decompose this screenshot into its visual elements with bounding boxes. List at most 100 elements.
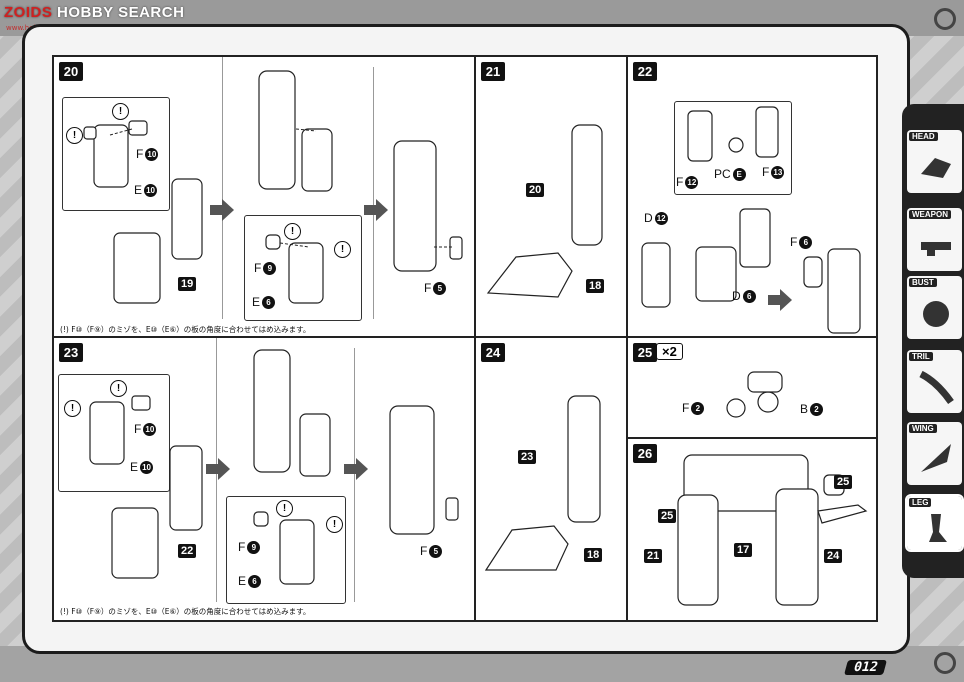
gear-icon: [934, 8, 956, 30]
step-number: 20: [59, 62, 83, 81]
section-sidebar: HEAD WEAPON BUST TRIL WING LEG: [902, 104, 964, 578]
subassembly-label: 23: [518, 450, 537, 464]
caution-icon: !: [66, 127, 83, 144]
part-number-badge: 6: [742, 290, 756, 304]
weapon-icon: [921, 242, 951, 256]
caution-icon: !: [326, 516, 343, 533]
assembly-drawing: [89, 349, 459, 585]
part-number-badge: 9: [263, 262, 277, 276]
part-number-badge: E: [732, 168, 746, 182]
sidebar-item-wing[interactable]: WING: [907, 422, 962, 485]
part-runner-letter: F: [254, 261, 262, 275]
subassembly-label: 19: [178, 277, 197, 291]
part-runner-letter: E: [238, 574, 247, 588]
part-number-badge: 10: [145, 148, 159, 162]
part-number-badge: 13: [771, 166, 785, 180]
subassembly-label: 22: [178, 544, 197, 558]
part-runner-letter: F: [136, 147, 144, 161]
sidebar-item-label: WING: [909, 424, 937, 433]
caution-icon: !: [112, 103, 129, 120]
assembly-note: (!) F⑩（F⑨）のミゾを、E⑩（E⑥）の板の角度に合わせてはめ込みます。: [60, 607, 311, 616]
part-runner-letter: PC: [714, 167, 731, 181]
sidebar-item-label: HEAD: [909, 132, 938, 141]
assembly-drawing: [486, 124, 603, 298]
part-runner-letter: E: [134, 183, 143, 197]
step-number: 23: [59, 343, 83, 362]
part-runner-letter: F: [424, 281, 432, 295]
part-runner-letter: F: [134, 422, 142, 436]
quantity-badge: ×2: [656, 343, 683, 360]
subassembly-label: 21: [644, 549, 663, 563]
wing-icon: [921, 444, 951, 472]
part-runner-letter: F: [676, 175, 684, 189]
part-runner-letter: B: [800, 402, 809, 416]
part-number-badge: 6: [799, 236, 813, 250]
caution-icon: !: [64, 400, 81, 417]
leg-icon: [929, 514, 947, 542]
subassembly-label: 17: [734, 543, 753, 557]
part-number-badge: 2: [810, 403, 824, 417]
part-number-badge: 10: [144, 184, 158, 198]
divider: [354, 348, 355, 602]
part-number-badge: 9: [247, 541, 261, 555]
caution-icon: !: [276, 500, 293, 517]
gear-icon: [934, 652, 956, 674]
part-runner-letter: F: [790, 235, 798, 249]
part-number-badge: 2: [691, 402, 705, 416]
divider: [222, 57, 223, 319]
part-number-badge: 12: [654, 212, 668, 226]
assembly-drawing: [484, 395, 601, 571]
watermark-logo: ZOIDS HOBBY SEARCH: [4, 4, 184, 21]
arrow-icon: [206, 458, 230, 480]
head-icon: [921, 158, 951, 178]
sidebar-item-tail[interactable]: TRIL: [907, 350, 962, 413]
step-number: 26: [633, 444, 657, 463]
part-number-badge: 5: [433, 282, 447, 296]
page-number: 012: [843, 660, 888, 675]
arrow-icon: [210, 199, 234, 221]
assembly-drawing: [677, 454, 868, 606]
part-runner-letter: F: [682, 401, 690, 415]
sidebar-item-label: LEG: [909, 498, 932, 507]
subassembly-label: 25: [834, 475, 853, 489]
step-24: 24 23 18: [475, 337, 627, 621]
sidebar-item-label: TRIL: [909, 352, 933, 361]
subassembly-label: 18: [586, 279, 605, 293]
part-runner-letter: D: [732, 289, 741, 303]
sidebar-item-leg[interactable]: LEG: [905, 494, 964, 552]
assembly-note: (!) F⑩（F⑨）のミゾを、E⑩（E⑥）の板の角度に合わせてはめ込みます。: [60, 325, 311, 334]
divider: [373, 67, 374, 319]
sidebar-item-bust[interactable]: BUST: [907, 276, 962, 339]
assembly-drawing: [726, 371, 783, 418]
caution-icon: !: [284, 223, 301, 240]
logo-left: ZOIDS: [4, 4, 53, 21]
sidebar-item-label: BUST: [909, 278, 937, 287]
part-runner-letter: E: [252, 295, 261, 309]
sidebar-item-head[interactable]: HEAD: [907, 130, 962, 193]
arrow-icon: [364, 199, 388, 221]
tail-icon: [919, 370, 954, 405]
sidebar-item-weapon[interactable]: WEAPON: [907, 208, 962, 271]
logo-right: HOBBY SEARCH: [57, 4, 185, 21]
subassembly-label: 25: [658, 509, 677, 523]
part-runner-letter: F: [238, 540, 246, 554]
caution-icon: !: [334, 241, 351, 258]
part-number-badge: 6: [262, 296, 276, 310]
part-runner-letter: F: [420, 544, 428, 558]
